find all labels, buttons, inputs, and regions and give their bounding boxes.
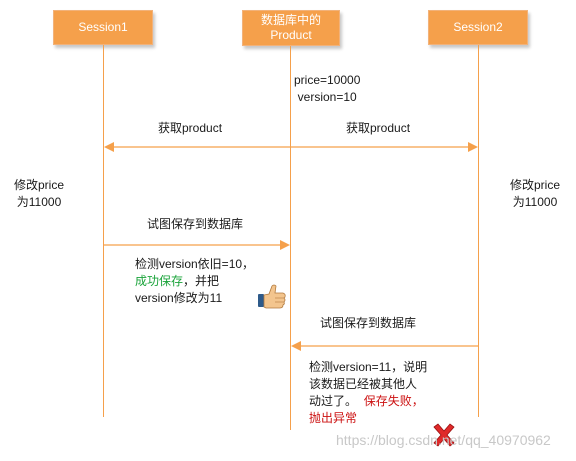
- session1-participant: Session1: [53, 10, 153, 45]
- thumbs-up-icon: [258, 284, 286, 309]
- failure-note: 检测version=11，说明 该数据已经被其他人 动过了。 保存失败， 抛出异…: [309, 359, 427, 427]
- success-note-line3: version修改为11: [135, 291, 223, 305]
- db-version: version=10: [297, 90, 357, 104]
- failure-note-line2: 该数据已经被其他人: [309, 377, 418, 391]
- session1-save-arrow: [104, 240, 290, 250]
- session1-note-line2: 为11000: [16, 195, 62, 209]
- failure-text: 保存失败，: [363, 394, 424, 408]
- failure-note-line1: 检测version=11，说明: [309, 360, 428, 374]
- success-note-line1: 检测version依旧=10，: [135, 257, 255, 271]
- session1-note: 修改price 为11000: [14, 177, 64, 211]
- session2-save-arrow: [291, 341, 478, 351]
- database-product-label-line1: 数据库中的: [260, 13, 321, 27]
- save-attempt-label-2: 试图保存到数据库: [320, 316, 417, 330]
- db-price: price=10000: [294, 73, 361, 87]
- fetch-label-right: 获取product: [346, 121, 411, 135]
- database-product-label-line2: Product: [270, 28, 312, 42]
- failure-note-line4: 抛出异常: [309, 411, 358, 425]
- session2-note-line1: 修改price: [510, 178, 561, 192]
- success-text: 成功保存: [135, 274, 184, 288]
- session2-participant: Session2: [428, 10, 528, 45]
- database-product-label: 数据库中的 Product: [261, 13, 321, 43]
- session2-label: Session2: [453, 20, 503, 34]
- save-attempt-label-1: 试图保存到数据库: [147, 217, 244, 231]
- fetch-label-left: 获取product: [158, 121, 223, 135]
- database-lifeline: [290, 46, 291, 430]
- fetch-arrow: [104, 142, 478, 152]
- session1-label: Session1: [78, 20, 128, 34]
- red-cross-icon: [433, 423, 455, 447]
- session2-lifeline: [478, 45, 479, 417]
- session2-note: 修改price 为11000: [510, 177, 560, 211]
- watermark: https://blog.csdn.net/qq_40970962: [336, 432, 551, 448]
- session1-lifeline: [103, 45, 104, 417]
- session2-note-line2: 为11000: [512, 195, 558, 209]
- failure-note-line3-prefix: 动过了。: [309, 394, 358, 408]
- success-note-line2-rest: ，并把: [183, 274, 220, 288]
- success-note: 检测version依旧=10， 成功保存，并把 version修改为11: [135, 256, 254, 307]
- database-product-participant: 数据库中的 Product: [242, 10, 340, 46]
- db-state: price=10000 version=10: [294, 72, 360, 106]
- session1-note-line1: 修改price: [14, 178, 65, 192]
